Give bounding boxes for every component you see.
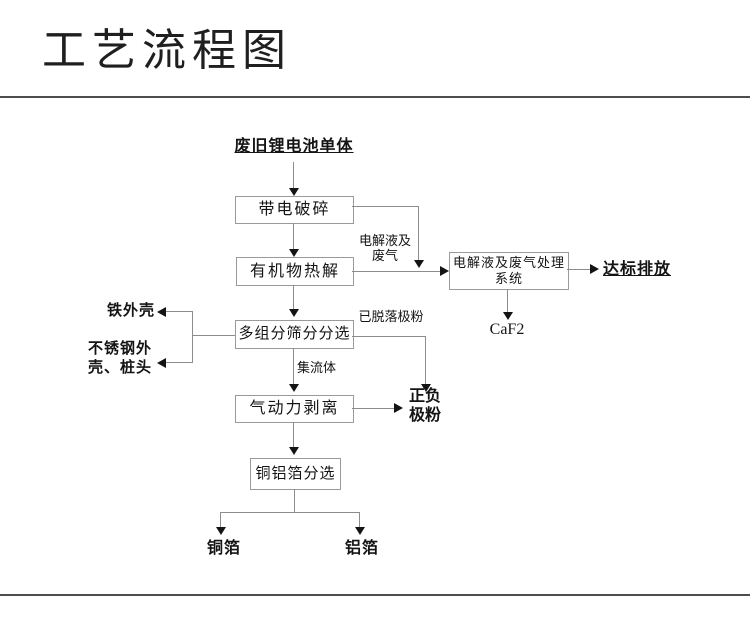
arrowhead-stripping-powder (394, 403, 403, 413)
arrowhead-gas-caf2 (503, 312, 513, 320)
connector-foil-stem (294, 489, 295, 512)
node-start-label: 废旧锂电池单体 (234, 138, 354, 155)
arrowhead-copper-foil (216, 527, 226, 535)
node-gas-treatment: 电解液及废气处理 系统 (449, 252, 569, 290)
connector-sieving-stripping (293, 348, 294, 384)
node-gas-treatment-line2: 系统 (494, 271, 523, 286)
arrowhead-crush-pyrolysis (289, 249, 299, 257)
arrowhead-gas-discharge (590, 264, 599, 274)
label-electrolyte-gas-line1: 电解液及 (358, 233, 411, 248)
output-electrode-powder-label: 正负 极粉 (404, 387, 446, 425)
label-electrolyte-gas: 电解液及 废气 (345, 233, 425, 263)
top-divider (0, 96, 750, 98)
node-foil-sorting: 铜铝箔分选 (250, 458, 341, 490)
output-caf2-label: CaF2 (489, 321, 525, 338)
connector-sieving-left (192, 335, 235, 336)
connector-gas-caf2 (507, 290, 508, 312)
connector-crush-gas-vertical (418, 206, 419, 260)
label-detached-powder: 已脱落极粉 (358, 309, 424, 324)
label-current-collector: 集流体 (297, 360, 337, 375)
connector-pyrolysis-sieving (293, 285, 294, 309)
arrowhead-pyrolysis-gas (440, 266, 449, 276)
output-discharge-label: 达标排放 (603, 261, 672, 278)
page-title: 工艺流程图 (42, 26, 292, 75)
output-electrode-powder-line1: 正负 (408, 388, 441, 405)
connector-crush-gas-horizontal (352, 206, 418, 207)
node-sieving: 多组分筛分分选 (235, 320, 354, 349)
label-electrolyte-gas-line2: 废气 (371, 248, 398, 263)
arrowhead-start-crush (289, 188, 299, 196)
connector-sieving-right (352, 336, 425, 337)
output-stainless-line2: 壳、桩头 (88, 360, 153, 376)
connector-gas-discharge (567, 269, 590, 270)
output-iron-shell-label: 铁外壳 (106, 303, 155, 319)
bottom-divider (0, 594, 750, 596)
connector-start-crush (293, 162, 294, 189)
arrowhead-pyrolysis-sieving (289, 309, 299, 317)
node-gas-treatment-line1: 电解液及废气处理 (452, 255, 565, 270)
arrowhead-aluminum-foil (355, 527, 365, 535)
connector-left-branch-vertical (192, 311, 193, 363)
arrowhead-iron-shell (157, 307, 166, 317)
connector-pyrolysis-gas (352, 271, 440, 272)
connector-detached-vertical (425, 336, 426, 384)
arrowhead-crush-gas (414, 260, 424, 268)
connector-aluminum-drop (359, 512, 360, 527)
node-crush: 带电破碎 (235, 196, 354, 224)
connector-iron-shell (166, 311, 192, 312)
arrowhead-stripping-foil (289, 447, 299, 455)
connector-copper-drop (220, 512, 221, 527)
connector-stripping-foil (293, 422, 294, 447)
output-stainless-label: 不锈钢外 壳、桩头 (88, 340, 152, 378)
node-pyrolysis: 有机物热解 (236, 257, 354, 286)
node-stripping: 气动力剥离 (235, 395, 354, 423)
connector-crush-pyrolysis (293, 223, 294, 249)
arrowhead-stainless (157, 358, 166, 368)
connector-stripping-powder (352, 408, 394, 409)
output-electrode-powder-line2: 极粉 (408, 407, 441, 424)
arrowhead-sieving-stripping (289, 384, 299, 392)
output-copper-foil-label: 铜箔 (206, 540, 241, 557)
connector-stainless (166, 362, 192, 363)
output-aluminum-foil-label: 铝箔 (344, 540, 379, 557)
connector-foil-crossbar (220, 512, 360, 513)
arrowhead-detached-powder (421, 384, 431, 392)
output-stainless-line1: 不锈钢外 (88, 341, 153, 357)
